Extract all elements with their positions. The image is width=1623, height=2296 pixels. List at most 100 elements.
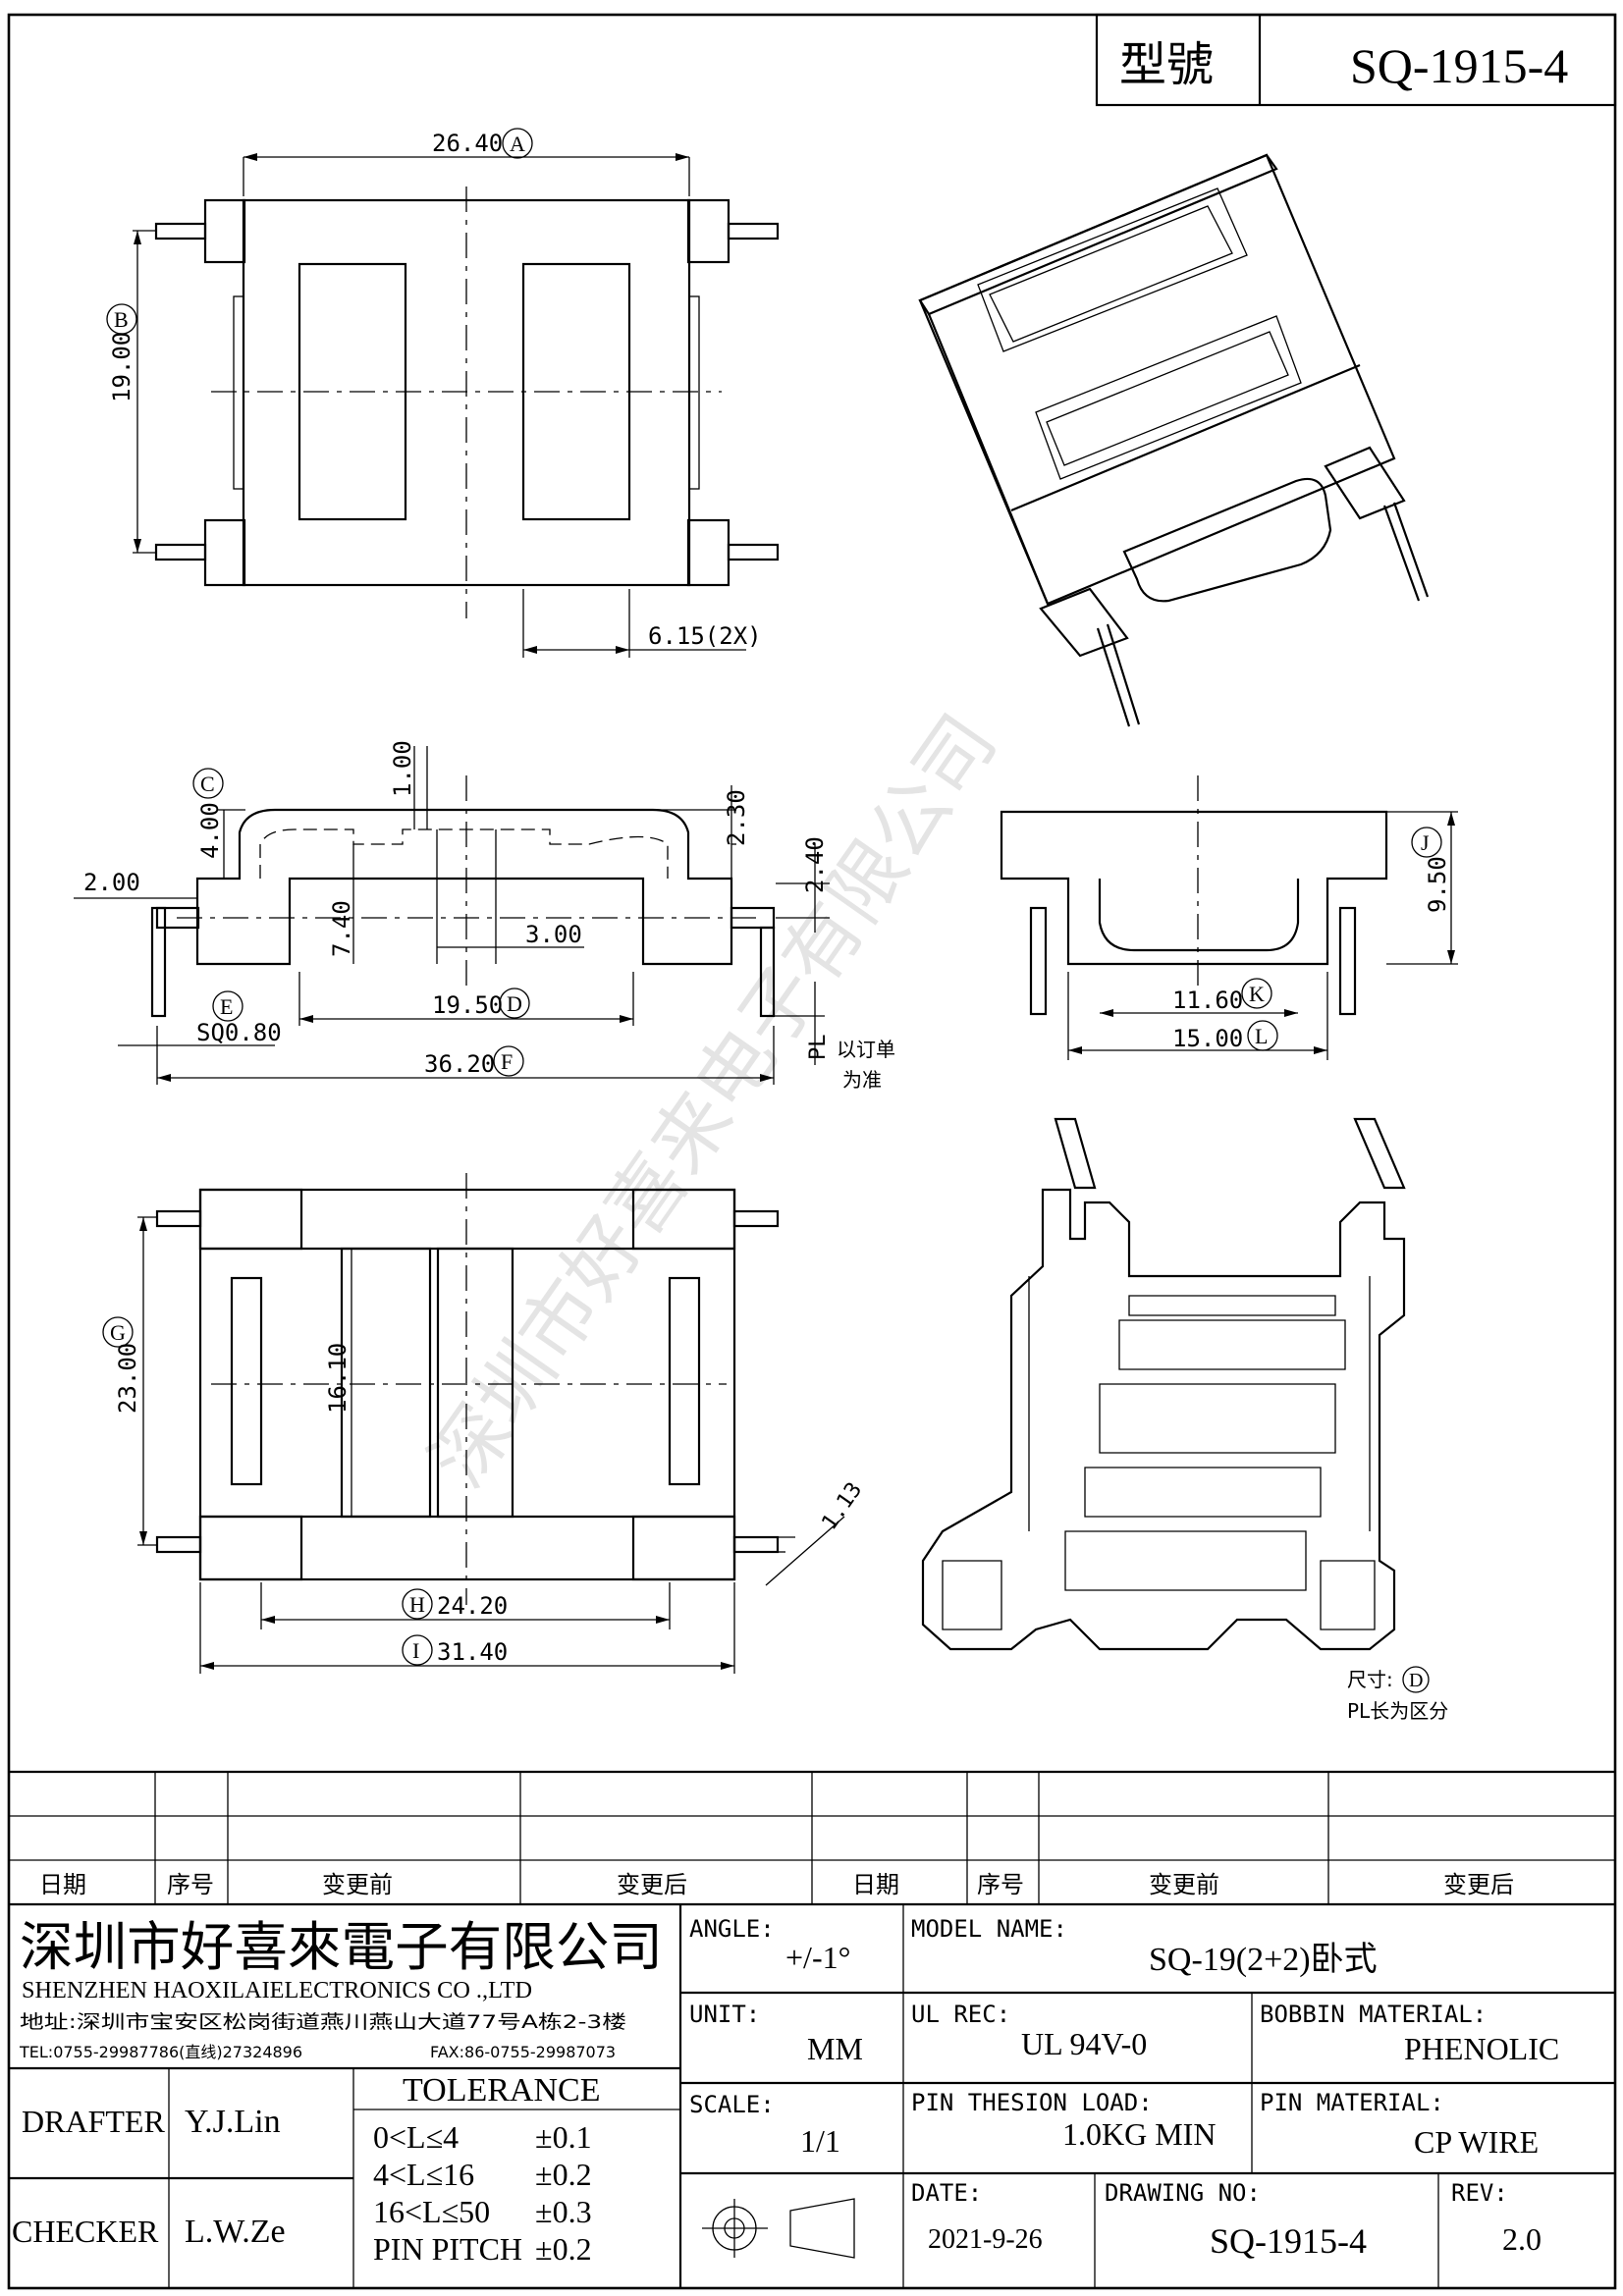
front-view: 4.00 C 1.00 2.30 2.40 2.00 7.40 3.00 19.… xyxy=(74,740,895,1092)
rev-header-before-2: 变更前 xyxy=(1149,1871,1219,1898)
bottom-view: 23.00 G 16.10 1.13 H 24.20 I 31.40 xyxy=(102,1173,867,1674)
ul-rec-value: UL 94V-0 xyxy=(1021,2026,1147,2061)
drawing-frame xyxy=(7,13,1617,2290)
dim-b-value: 19.00 xyxy=(108,332,135,402)
dim-k-value: 11.60 xyxy=(1172,987,1243,1014)
rev-header-after-2: 变更后 xyxy=(1443,1871,1514,1898)
dim-240-value: 2.40 xyxy=(801,836,829,893)
date-value: 2021-9-26 xyxy=(928,2224,1043,2255)
side-view: 9.50 J 11.60 K 15.00 L xyxy=(1000,775,1458,1060)
tolerance-title: TOLERANCE xyxy=(403,2072,600,2109)
tol-value-1: ±0.1 xyxy=(535,2119,592,2155)
marker-d: D xyxy=(507,991,522,1016)
tol-range-2: 4<L≤16 xyxy=(373,2157,474,2192)
rev-header-before-1: 变更前 xyxy=(322,1871,393,1898)
dim-h-value: 24.20 xyxy=(437,1592,508,1620)
isometric-view-bottom xyxy=(921,1117,1406,1651)
scale-value: 1/1 xyxy=(800,2123,840,2159)
dim-i-value: 31.40 xyxy=(437,1638,508,1666)
dim-d-value: 19.50 xyxy=(432,991,503,1019)
dim-inner-value: 16.10 xyxy=(324,1343,352,1414)
dim-c-value: 4.00 xyxy=(196,802,224,859)
dim-g-value: 23.00 xyxy=(114,1343,141,1414)
tol-value-4: ±0.2 xyxy=(535,2231,592,2267)
top-view: 26.40 A 19.00 B 6.15(2X) xyxy=(106,128,780,658)
model-label: 型號 xyxy=(1119,37,1214,92)
marker-h: H xyxy=(409,1592,425,1617)
drafter-label: DRAFTER xyxy=(22,2104,165,2139)
size-note-marker: D xyxy=(1409,1670,1423,1691)
pl-label: PL xyxy=(806,1035,831,1061)
dim-l-value: 15.00 xyxy=(1172,1025,1243,1052)
company-name-en: SHENZHEN HAOXILAIELECTRONICS CO .,LTD xyxy=(22,1978,532,2003)
dim-top-value: 1.00 xyxy=(389,740,416,797)
drawing-no-value: SQ-1915-4 xyxy=(1210,2221,1367,2261)
rev-label: REV: xyxy=(1451,2179,1508,2207)
marker-g: G xyxy=(110,1320,126,1345)
marker-f: F xyxy=(501,1049,513,1074)
dim-e-value: SQ0.80 xyxy=(196,1019,282,1046)
dim-a-value: 26.40 xyxy=(432,130,503,157)
checker-label: CHECKER xyxy=(12,2214,159,2249)
drawing-no-label: DRAWING NO: xyxy=(1105,2179,1261,2207)
pl-note-line-1: 以订单 xyxy=(837,1038,895,1061)
date-label: DATE: xyxy=(911,2179,982,2207)
rev-header-date-1: 日期 xyxy=(39,1871,86,1898)
tol-value-2: ±0.2 xyxy=(535,2157,592,2192)
dim-slot-value: 6.15(2X) xyxy=(648,622,762,650)
rev-header-after-1: 变更后 xyxy=(617,1871,687,1898)
model-value: SQ-1915-4 xyxy=(1350,38,1568,93)
company-name-cn: 深圳市好喜來電子有限公司 xyxy=(20,1918,663,1977)
dim-pin-value: 1.13 xyxy=(817,1478,867,1535)
marker-l: L xyxy=(1255,1024,1268,1048)
unit-value: MM xyxy=(807,2031,863,2066)
company-tel: TEL:0755-29987786(直线)27324896 xyxy=(19,2043,302,2061)
dim-f-value: 36.20 xyxy=(424,1050,495,1078)
bobbin-material-value: PHENOLIC xyxy=(1404,2031,1559,2066)
company-fax: FAX:86-0755-29987073 xyxy=(430,2043,616,2061)
unit-label: UNIT: xyxy=(689,2001,760,2028)
dim-740-value: 7.40 xyxy=(328,900,355,957)
rev-value: 2.0 xyxy=(1502,2221,1542,2257)
drafter-value: Y.J.Lin xyxy=(185,2104,281,2140)
rev-header-date-2: 日期 xyxy=(852,1871,899,1898)
checker-value: L.W.Ze xyxy=(185,2214,286,2250)
pin-material-label: PIN MATERIAL: xyxy=(1260,2089,1444,2116)
tol-range-3: 16<L≤50 xyxy=(373,2194,490,2229)
model-name-label: MODEL NAME: xyxy=(911,1915,1067,1943)
dim-j-value: 9.50 xyxy=(1424,856,1451,913)
marker-k: K xyxy=(1249,982,1265,1006)
projection-symbol-icon xyxy=(702,2198,855,2259)
dim-230-value: 2.30 xyxy=(723,789,750,846)
company-address: 地址:深圳市宝安区松岗街道燕川燕山大道77号A栋2-3楼 xyxy=(20,2011,626,2033)
size-note-label: 尺寸: xyxy=(1347,1668,1393,1691)
angle-value: +/-1° xyxy=(785,1940,850,1975)
pl-note-line-2: 为准 xyxy=(842,1068,882,1092)
marker-j: J xyxy=(1421,830,1430,855)
dim-300-value: 3.00 xyxy=(525,921,582,948)
tol-range-4: PIN PITCH xyxy=(373,2231,522,2267)
marker-i: I xyxy=(412,1638,419,1663)
angle-label: ANGLE: xyxy=(689,1915,775,1943)
tol-value-3: ±0.3 xyxy=(535,2194,592,2229)
scale-label: SCALE: xyxy=(689,2091,775,2118)
ul-rec-label: UL REC: xyxy=(911,2001,1010,2028)
rev-header-seq-2: 序号 xyxy=(977,1871,1024,1898)
tol-range-1: 0<L≤4 xyxy=(373,2119,459,2155)
rev-header-seq-1: 序号 xyxy=(167,1871,214,1898)
bobbin-material-label: BOBBIN MATERIAL: xyxy=(1260,2001,1487,2028)
marker-c: C xyxy=(200,772,215,796)
header-box: 型號 SQ-1915-4 xyxy=(1095,13,1617,107)
revision-table: 日期 序号 变更前 变更后 日期 序号 变更前 变更后 xyxy=(9,1770,1615,1906)
pin-load-value: 1.0KG MIN xyxy=(1062,2116,1216,2152)
isometric-view-top xyxy=(918,153,1430,727)
watermark: 深圳市好喜来电子有限公司 xyxy=(414,700,1014,1503)
size-note: 尺寸: D PL长为区分 xyxy=(1347,1666,1448,1723)
marker-e: E xyxy=(220,994,233,1019)
pin-material-value: CP WIRE xyxy=(1414,2124,1539,2160)
pl-length-note: PL长为区分 xyxy=(1347,1699,1448,1723)
model-name-value: SQ-19(2+2)卧式 xyxy=(1149,1942,1378,1978)
marker-b: B xyxy=(114,307,129,332)
title-block: 深圳市好喜來電子有限公司 SHENZHEN HAOXILAIELECTRONIC… xyxy=(9,1904,1615,2288)
